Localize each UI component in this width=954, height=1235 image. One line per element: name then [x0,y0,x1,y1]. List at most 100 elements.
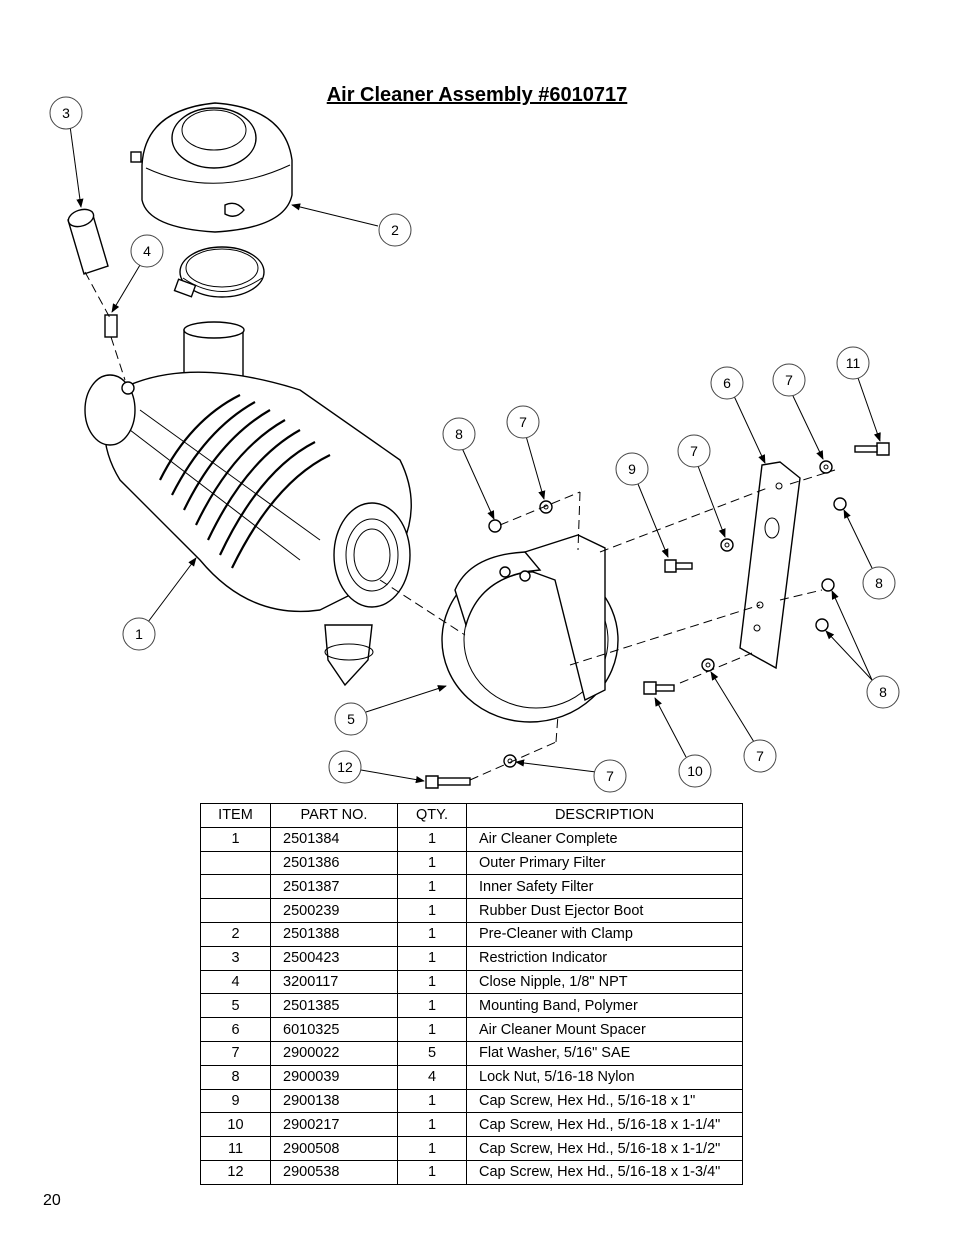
cell-item: 5 [200,993,271,1019]
page-title: Air Cleaner Assembly #6010717 [326,84,628,106]
callout-9: 9 [615,452,649,486]
cell-qty: 1 [397,969,467,995]
callout-7: 7 [743,739,777,773]
callout-4: 4 [130,234,164,268]
callout-10: 10 [678,754,712,788]
table-header-row: ITEM PART NO. QTY. DESCRIPTION [200,803,743,828]
cell-description: Flat Washer, 5/16" SAE [466,1040,743,1066]
cell-part-no: 2900538 [270,1159,398,1185]
leader-lines [69,125,881,784]
cell-part-no: 2500239 [270,898,398,923]
assembly-lines [84,271,836,781]
cell-item [200,898,271,923]
callout-2: 2 [378,213,412,247]
cell-part-no: 2900022 [270,1040,398,1066]
cell-item: 9 [200,1088,271,1114]
cell-part-no: 2500423 [270,945,398,971]
cell-item: 2 [200,921,271,947]
cell-qty: 4 [397,1064,467,1090]
svg-text:7: 7 [756,748,764,764]
cell-item [200,874,271,900]
cell-description: Inner Safety Filter [466,874,743,900]
header-qty: QTY. [397,803,467,828]
cell-qty: 1 [397,850,467,876]
cell-item: 8 [200,1064,271,1090]
cell-qty: 5 [397,1040,467,1066]
cell-part-no: 2501385 [270,993,398,1019]
svg-text:4: 4 [143,243,151,259]
cell-description: Cap Screw, Hex Hd., 5/16-18 x 1-1/2" [466,1136,743,1161]
callout-1: 1 [122,617,156,651]
cell-qty: 1 [397,826,467,852]
cell-item: 6 [200,1017,271,1042]
callout-3: 3 [49,96,83,130]
cell-qty: 1 [397,993,467,1019]
svg-text:6: 6 [723,375,731,391]
cell-qty: 1 [397,1112,467,1138]
cell-qty: 1 [397,921,467,947]
header-item: ITEM [200,803,271,828]
hardware-drawing [425,442,890,789]
callout-8: 8 [866,675,900,709]
cell-part-no: 2900039 [270,1064,398,1090]
svg-text:9: 9 [628,461,636,477]
callout-7: 7 [677,434,711,468]
cell-description: Cap Screw, Hex Hd., 5/16-18 x 1-1/4" [466,1112,743,1138]
svg-text:3: 3 [62,105,70,121]
page-number: 20 [43,1192,61,1209]
svg-text:7: 7 [785,372,793,388]
cell-description: Mounting Band, Polymer [466,993,743,1019]
cell-item: 7 [200,1040,271,1066]
svg-text:5: 5 [347,711,355,727]
cell-qty: 1 [397,945,467,971]
close-nipple-drawing [104,314,118,338]
cell-item: 1 [200,826,271,852]
cell-qty: 1 [397,1088,467,1114]
cell-description: Cap Screw, Hex Hd., 5/16-18 x 1-3/4" [466,1159,743,1185]
cell-description: Rubber Dust Ejector Boot [466,898,743,923]
cell-qty: 1 [397,1017,467,1042]
cell-qty: 1 [397,1159,467,1185]
svg-text:12: 12 [337,759,353,775]
cell-description: Cap Screw, Hex Hd., 5/16-18 x 1" [466,1088,743,1114]
cell-part-no: 2900217 [270,1112,398,1138]
cell-item: 12 [200,1159,271,1185]
svg-text:8: 8 [875,575,883,591]
svg-text:8: 8 [879,684,887,700]
header-part-no: PART NO. [270,803,398,828]
cell-qty: 1 [397,874,467,900]
cell-item: 3 [200,945,271,971]
svg-text:11: 11 [846,355,861,371]
callout-6: 6 [710,366,744,400]
cell-qty: 1 [397,898,467,923]
svg-text:8: 8 [455,426,463,442]
mount-spacer-drawing [739,461,801,670]
callout-8: 8 [862,566,896,600]
svg-text:1: 1 [135,626,143,642]
cell-description: Air Cleaner Mount Spacer [466,1017,743,1042]
cell-description: Pre-Cleaner with Clamp [466,921,743,947]
cell-part-no: 2501388 [270,921,398,947]
svg-text:2: 2 [391,222,399,238]
cell-part-no: 2501384 [270,826,398,852]
callout-11: 11 [836,346,870,380]
callout-5: 5 [334,702,368,736]
callout-7: 7 [506,405,540,439]
mounting-band-drawing [441,534,619,723]
pre-cleaner-drawing [130,102,293,233]
cell-item [200,850,271,876]
restriction-indicator-drawing [67,208,109,275]
air-cleaner-drawing [84,321,412,687]
cell-description: Outer Primary Filter [466,850,743,876]
